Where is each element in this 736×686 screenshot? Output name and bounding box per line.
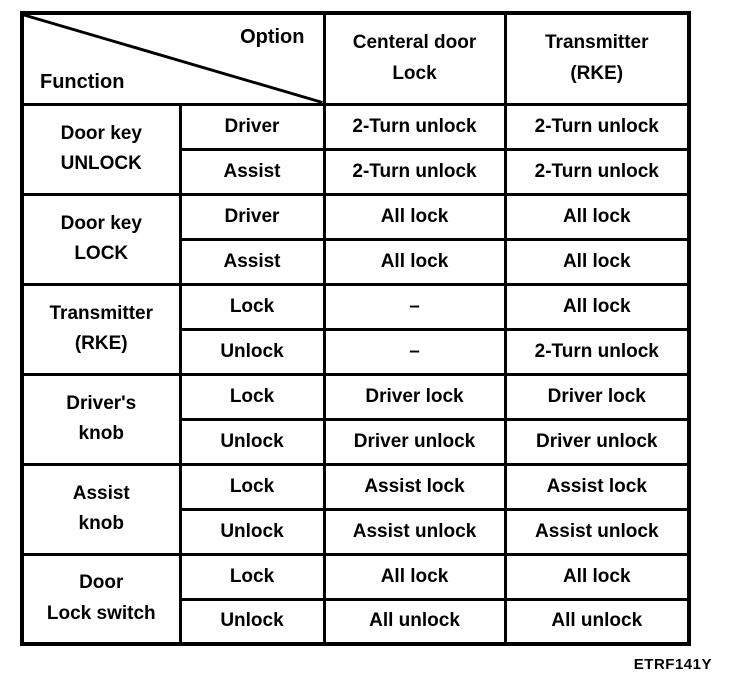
- central-door-lock-value-cell: –: [322, 327, 507, 376]
- option-cell: Unlock: [178, 597, 326, 646]
- function-axis-label: Function: [40, 70, 125, 93]
- table-row: Unlock – 2-Turn unlock: [22, 327, 691, 376]
- function-cell: Transmitter (RKE): [20, 282, 182, 376]
- transmitter-rke-value-cell: All lock: [503, 552, 691, 601]
- transmitter-rke-value-cell: All lock: [503, 237, 691, 286]
- table-row: Unlock All unlock All unlock: [22, 597, 691, 646]
- table-row: Assist knob Lock Assist lock Assist lock: [20, 462, 691, 556]
- function-cell: Door key LOCK: [20, 192, 182, 286]
- door-lock-function-table: Option Function Centeral door Lock Trans…: [20, 11, 691, 646]
- transmitter-rke-value-cell: Assist unlock: [503, 507, 691, 556]
- option-cell: Assist: [178, 237, 326, 286]
- option-cell: Lock: [178, 372, 326, 421]
- function-cell: Driver's knob: [20, 372, 182, 466]
- table-row: Driver's knob Lock Driver lock Driver lo…: [20, 372, 691, 466]
- central-door-lock-value-cell: –: [322, 282, 507, 331]
- transmitter-rke-value-cell: All lock: [503, 282, 691, 331]
- table-row: Transmitter (RKE) Lock – All lock: [20, 282, 691, 376]
- option-cell: Lock: [178, 282, 326, 331]
- central-door-lock-value-cell: All lock: [322, 237, 507, 286]
- transmitter-rke-value-cell: 2-Turn unlock: [503, 102, 691, 151]
- central-door-lock-value-cell: 2-Turn unlock: [322, 102, 507, 151]
- central-door-lock-value-cell: All lock: [322, 552, 507, 601]
- option-cell: Lock: [178, 552, 326, 601]
- table-row: Assist All lock All lock: [22, 237, 691, 286]
- corner-cell: Option Function: [20, 11, 326, 106]
- option-cell: Unlock: [178, 327, 326, 376]
- option-cell: Driver: [178, 192, 326, 241]
- transmitter-rke-value-cell: Driver lock: [503, 372, 691, 421]
- table-row: Door Lock switch Lock All lock All lock: [20, 552, 691, 646]
- table-row: Door key LOCK Driver All lock All lock: [20, 192, 691, 286]
- central-door-lock-value-cell: Driver unlock: [322, 417, 507, 466]
- option-cell: Unlock: [178, 507, 326, 556]
- table-row: Assist 2-Turn unlock 2-Turn unlock: [22, 147, 691, 196]
- column-header-central-door-lock: Centeral door Lock: [322, 11, 507, 106]
- transmitter-rke-value-cell: Assist lock: [503, 462, 691, 511]
- option-cell: Lock: [178, 462, 326, 511]
- central-door-lock-value-cell: All unlock: [322, 597, 507, 646]
- option-cell: Driver: [178, 102, 326, 151]
- transmitter-rke-value-cell: All unlock: [503, 597, 691, 646]
- central-door-lock-value-cell: 2-Turn unlock: [322, 147, 507, 196]
- table-row: Door key UNLOCK Driver 2-Turn unlock 2-T…: [20, 102, 691, 196]
- diagonal-divider: [25, 16, 321, 101]
- central-door-lock-value-cell: Assist lock: [322, 462, 507, 511]
- table-row: Unlock Assist unlock Assist unlock: [22, 507, 691, 556]
- transmitter-rke-value-cell: 2-Turn unlock: [503, 147, 691, 196]
- central-door-lock-value-cell: Driver lock: [322, 372, 507, 421]
- table-header-row: Option Function Centeral door Lock Trans…: [20, 11, 691, 106]
- central-door-lock-value-cell: All lock: [322, 192, 507, 241]
- function-cell: Door Lock switch: [20, 552, 182, 646]
- transmitter-rke-value-cell: Driver unlock: [503, 417, 691, 466]
- transmitter-rke-value-cell: 2-Turn unlock: [503, 327, 691, 376]
- option-cell: Unlock: [178, 417, 326, 466]
- function-cell: Door key UNLOCK: [20, 102, 182, 196]
- transmitter-rke-value-cell: All lock: [503, 192, 691, 241]
- option-axis-label: Option: [240, 26, 305, 48]
- option-cell: Assist: [178, 147, 326, 196]
- figure-code: ETRF141Y: [633, 656, 712, 673]
- column-header-transmitter-rke: Transmitter (RKE): [503, 11, 691, 106]
- central-door-lock-value-cell: Assist unlock: [322, 507, 507, 556]
- table-row: Unlock Driver unlock Driver unlock: [22, 417, 691, 466]
- function-cell: Assist knob: [20, 462, 182, 556]
